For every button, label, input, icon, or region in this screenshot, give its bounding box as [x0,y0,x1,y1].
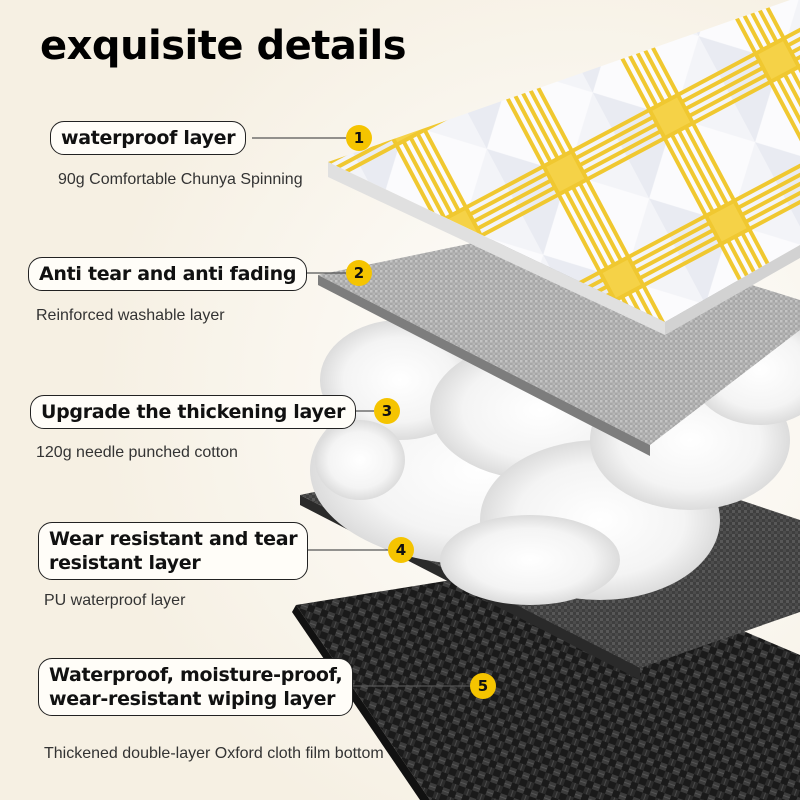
layer-5-heading-line1: Waterproof, moisture-proof, [49,664,343,686]
layer-1-plaid [328,0,800,335]
layer-5-heading: Waterproof, moisture-proof, wear-resista… [38,658,354,716]
layer-4-number-badge: 4 [388,537,414,563]
layer-1-heading: waterproof layer [50,121,247,155]
layer-5-heading-line2: wear-resistant wiping layer [49,688,336,710]
layer-5-description: Thickened double-layer Oxford cloth film… [44,745,384,762]
layer-2-heading: Anti tear and anti fading [28,257,308,291]
layer-1-description: 90g Comfortable Chunya Spinning [58,171,303,188]
layer-2-description: Reinforced washable layer [36,307,225,324]
layer-4-heading: Wear resistant and tear resistant layer [38,522,309,580]
layer-2-heading-text: Anti tear and anti fading [39,263,297,285]
layer-4-description: PU waterproof layer [44,592,186,609]
layer-3-heading-text: Upgrade the thickening layer [41,401,346,423]
layer-3-description: 120g needle punched cotton [36,444,238,461]
layer-4-heading-line1: Wear resistant and tear [49,528,298,550]
layer-1-heading-text: waterproof layer [61,127,236,149]
layer-5-number-badge: 5 [470,673,496,699]
layer-3-heading: Upgrade the thickening layer [30,395,357,429]
layer-1-number-badge: 1 [346,125,372,151]
layer-2-number-badge: 2 [346,260,372,286]
layer-4-heading-line2: resistant layer [49,552,201,574]
layer-3-cotton [310,315,800,605]
page-title: exquisite details [40,23,407,69]
layer-3-number-badge: 3 [374,398,400,424]
